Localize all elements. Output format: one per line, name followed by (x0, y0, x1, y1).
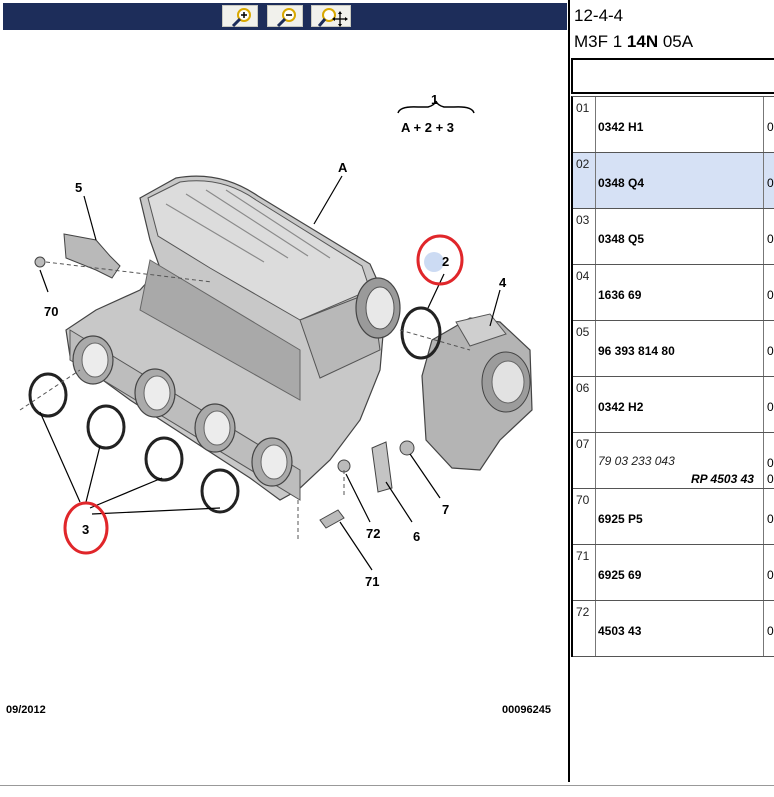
zoom-move-icon (318, 8, 348, 27)
label-A[interactable]: A (338, 160, 348, 175)
parts-row[interactable]: 07 79 03 233 043 RP 4503 43 0 0 (573, 433, 774, 489)
bottom-rule (0, 785, 774, 786)
parts-row[interactable]: 70 6925 P5 0 (573, 489, 774, 545)
throttle-body (421, 313, 533, 471)
part-reference: 0348 Q5 (598, 232, 645, 246)
part-reference: 6925 69 (598, 568, 642, 582)
parts-row[interactable]: 04 1636 69 0 (573, 265, 774, 321)
diagram-date: 09/2012 (6, 704, 46, 716)
formula-bottom-label: A + 2 + 3 (401, 120, 454, 135)
label-4[interactable]: 4 (499, 275, 507, 290)
diagram-code: 00096245 (502, 704, 551, 716)
part-reference: 0342 H1 (598, 120, 644, 134)
label-5[interactable]: 5 (75, 180, 82, 195)
label-3[interactable]: 3 (82, 522, 89, 537)
part-reference: 96 393 814 80 (598, 344, 675, 358)
zoom-in-icon (231, 8, 251, 27)
label-72[interactable]: 72 (366, 526, 380, 541)
parts-row[interactable]: 71 6925 69 0 (573, 545, 774, 601)
part-reference: 0342 H2 (598, 400, 644, 414)
zoom-out-icon (276, 8, 296, 27)
diagram-toolbar (3, 3, 567, 30)
intake-manifold (65, 175, 401, 501)
formula-top-label: 1 (431, 92, 438, 107)
part-reference: 4503 43 (598, 624, 642, 638)
zoom-pan-button[interactable] (311, 5, 351, 27)
panel-divider (568, 0, 570, 782)
exploded-parts-diagram: 1 A + 2 + 3 (19, 92, 533, 589)
parts-row-selected[interactable]: 02 0348 Q4 0 (573, 153, 774, 209)
label-6[interactable]: 6 (413, 529, 420, 544)
parts-list: 01 0342 H1 0 02 0348 Q4 0 03 0348 Q5 0 0… (571, 96, 774, 657)
header-box (571, 58, 774, 94)
part-reference: 79 03 233 043 (598, 454, 675, 468)
highlight-circle-3 (63, 501, 109, 555)
part-reference: 0348 Q4 (598, 176, 645, 190)
label-2[interactable]: 2 (442, 254, 449, 269)
model-reference: M3F 1 14N 05A (574, 32, 694, 51)
parts-row[interactable]: 06 0342 H2 0 (573, 377, 774, 433)
zoom-out-button[interactable] (267, 5, 303, 27)
label-70[interactable]: 70 (44, 304, 58, 319)
replacement-reference: RP 4503 43 (691, 472, 754, 486)
part-reference: 1636 69 (598, 288, 642, 302)
section-code: 12-4-4 (574, 6, 624, 25)
parts-row[interactable]: 01 0342 H1 0 (573, 97, 774, 153)
zoom-in-button[interactable] (222, 5, 258, 27)
parts-row[interactable]: 03 0348 Q5 0 (573, 209, 774, 265)
label-71[interactable]: 71 (365, 574, 379, 589)
parts-row[interactable]: 72 4503 43 0 (573, 601, 774, 657)
highlight-circle-2 (416, 234, 464, 286)
label-7[interactable]: 7 (442, 502, 449, 517)
part-reference: 6925 P5 (598, 512, 643, 526)
parts-row[interactable]: 05 96 393 814 80 0 (573, 321, 774, 377)
